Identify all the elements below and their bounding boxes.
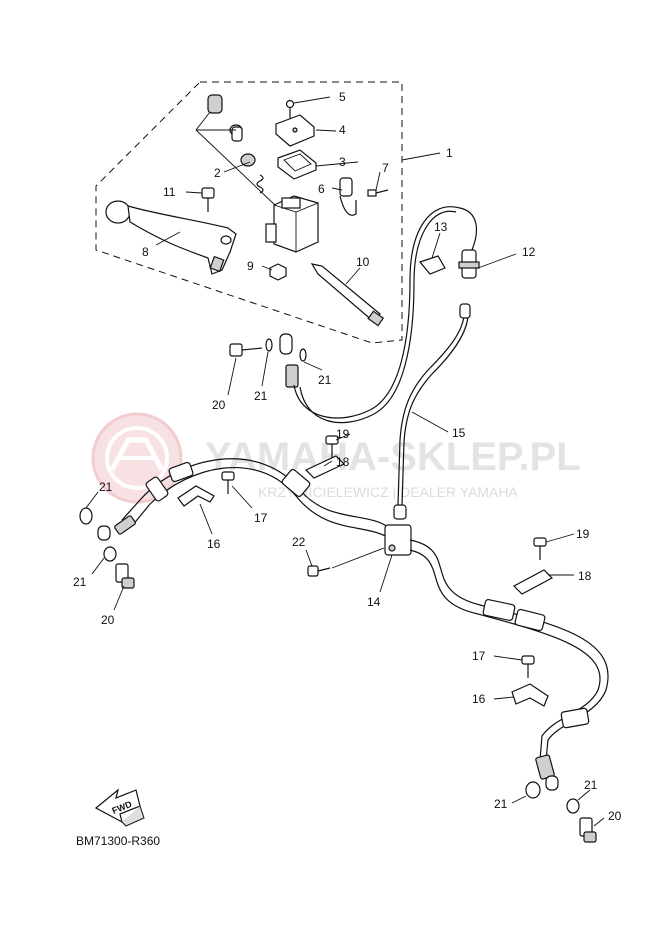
callout-20-right: 20 — [608, 809, 622, 823]
nut-part-9 — [269, 263, 287, 281]
callout-13: 13 — [434, 220, 448, 234]
callout-7: 7 — [382, 161, 389, 175]
banjo-fitting-top — [279, 333, 299, 388]
callout-16-right: 16 — [472, 692, 486, 706]
holder-part-6 — [339, 177, 357, 216]
watermark-sub-text: KRZYWICIELEWICZ | DEALER YAMAHA — [258, 484, 518, 500]
washer-part-21-top-b — [299, 348, 307, 362]
diagram-code: BM71300-R360 — [76, 834, 160, 848]
banjo-bolt-part-20-right — [579, 817, 597, 843]
brake-switch-part-10 — [310, 263, 385, 327]
brake-pipe-part-15 — [393, 303, 471, 520]
callout-6: 6 — [318, 182, 325, 196]
callout-8: 8 — [142, 245, 149, 259]
master-cylinder-body — [265, 195, 319, 253]
right-brake-hose — [409, 539, 609, 791]
washer-part-21-left-b — [103, 546, 117, 562]
diaphragm-part-3 — [277, 149, 317, 180]
watermark: YAMAHA-SKLEP.PL KRZYWICIELEWICZ | DEALER… — [91, 412, 581, 504]
washer-part-21-right-b — [566, 798, 580, 814]
washer-part-21-right-a — [525, 781, 541, 799]
callout-labels: 1 2 3 4 5 6 7 8 9 10 11 12 13 14 15 16 1… — [73, 90, 622, 823]
clip-part-13 — [418, 255, 446, 275]
callout-11: 11 — [163, 185, 176, 199]
callout-12: 12 — [522, 245, 536, 259]
callout-18-right: 18 — [578, 569, 592, 583]
bolt-part-7 — [367, 189, 389, 197]
callout-2: 2 — [214, 166, 221, 180]
callout-19-top: 19 — [336, 427, 350, 441]
main-brake-hose — [97, 458, 393, 541]
callout-17-right: 17 — [472, 649, 486, 663]
callout-4: 4 — [339, 123, 346, 137]
watermark-main-text: YAMAHA-SKLEP.PL — [205, 435, 581, 479]
callout-16-left: 16 — [207, 537, 221, 551]
bolt-part-19-right — [533, 537, 547, 560]
callout-21-right-b: 21 — [584, 778, 598, 792]
callout-9: 9 — [247, 259, 254, 273]
screw-part-5 — [285, 99, 295, 118]
callout-20-top: 20 — [212, 398, 226, 412]
bolt-part-19-top — [325, 435, 339, 458]
bolt-part-22 — [307, 565, 331, 577]
callout-18-top: 18 — [336, 455, 350, 469]
banjo-bolt-part-20-top — [229, 343, 263, 357]
callout-21-left-b: 21 — [73, 575, 87, 589]
callout-19-right: 19 — [576, 527, 590, 541]
pivot-bolt-part-11 — [201, 187, 215, 212]
washer-part-21-top-a — [265, 338, 273, 352]
bolt-part-17-right — [521, 655, 535, 678]
hose-joint-part-12 — [458, 249, 480, 279]
forward-arrow-icon: FWD — [94, 788, 145, 827]
callout-21-left-a: 21 — [99, 480, 113, 494]
callout-15: 15 — [452, 426, 466, 440]
leader-lines — [85, 96, 605, 827]
washer-part-21-left-a — [79, 507, 93, 525]
bracket-part-18-right — [513, 569, 553, 595]
callout-20-left: 20 — [101, 613, 115, 627]
callout-21-top-b: 21 — [318, 373, 332, 387]
brake-lever-part-8 — [105, 200, 237, 275]
callout-17-left: 17 — [254, 511, 268, 525]
callout-5: 5 — [339, 90, 346, 104]
callout-3: 3 — [339, 155, 346, 169]
callout-21-top-a: 21 — [254, 389, 268, 403]
clamp-part-16-left — [177, 485, 215, 507]
callout-22: 22 — [292, 535, 306, 549]
upper-brake-hose — [293, 206, 478, 419]
piston-kit-part-2 — [195, 94, 277, 207]
bolt-part-17-left — [221, 471, 235, 494]
assembly-boundary — [95, 81, 403, 344]
clamp-part-16-right — [511, 683, 549, 707]
callout-10: 10 — [356, 255, 370, 269]
callout-1: 1 — [446, 146, 453, 160]
callout-21-right-a: 21 — [494, 797, 508, 811]
bracket-part-18-top — [304, 455, 346, 479]
callout-14: 14 — [367, 595, 381, 609]
banjo-bolt-part-20-left — [115, 563, 135, 589]
hose-joint-part-14 — [384, 524, 412, 556]
